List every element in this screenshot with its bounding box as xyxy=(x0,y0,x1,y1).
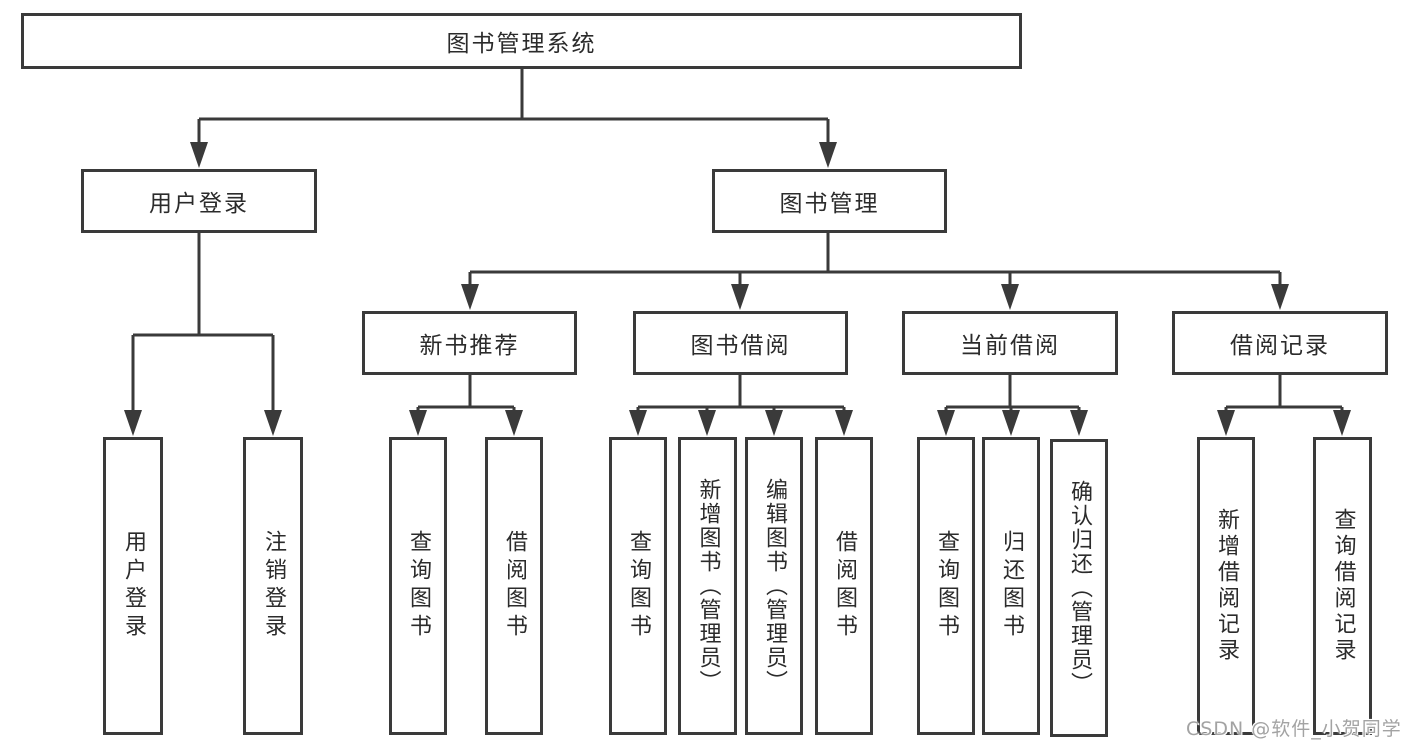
leaf-current-query-books: 查询图书 xyxy=(917,437,975,735)
leaf-user-login: 用户登录 xyxy=(103,437,163,735)
node-book-borrow: 图书借阅 xyxy=(633,311,848,375)
leaf-borrow-query-books: 查询图书 xyxy=(609,437,667,735)
leaf-recommend-borrow-books: 借阅图书 xyxy=(485,437,543,735)
watermark: CSDN @软件_小贺同学 xyxy=(1186,718,1402,740)
leaf-add-borrow-record: 新增借阅记录 xyxy=(1197,437,1255,735)
node-library-management-system: 图书管理系统 xyxy=(21,13,1022,69)
node-user-login: 用户登录 xyxy=(81,169,317,233)
leaf-return-books: 归还图书 xyxy=(982,437,1040,735)
leaf-logout: 注销登录 xyxy=(243,437,303,735)
leaf-query-borrow-record: 查询借阅记录 xyxy=(1313,437,1372,735)
leaf-add-books-admin: 新增图书（管理员） xyxy=(678,437,737,735)
node-book-management: 图书管理 xyxy=(712,169,947,233)
leaf-edit-books-admin: 编辑图书（管理员） xyxy=(745,437,803,735)
leaf-recommend-query-books: 查询图书 xyxy=(389,437,447,735)
leaf-borrow-borrow-books: 借阅图书 xyxy=(815,437,873,735)
node-current-borrow: 当前借阅 xyxy=(902,311,1118,375)
leaf-confirm-return-admin: 确认归还（管理员） xyxy=(1050,439,1108,737)
node-borrow-records: 借阅记录 xyxy=(1172,311,1388,375)
node-new-book-recommend: 新书推荐 xyxy=(362,311,577,375)
